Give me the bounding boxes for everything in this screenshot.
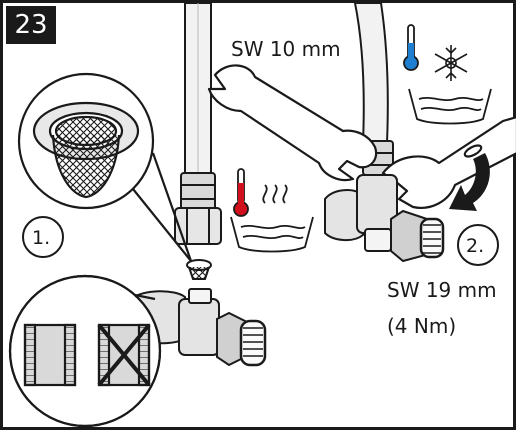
callout-2 — [457, 224, 499, 266]
hot-water-icon — [230, 168, 314, 253]
left-hose — [184, 3, 212, 179]
small-sieve — [186, 259, 212, 280]
right-hose — [353, 3, 389, 144]
middle-valve — [130, 288, 267, 367]
wrench-size-label-large: SW 19 mm — [387, 278, 497, 302]
callout-2-number: 2. — [466, 235, 484, 257]
installation-illustration: 1. 2. — [8, 3, 516, 428]
step-number-badge: 23 — [6, 6, 56, 44]
zoom-threads — [8, 274, 162, 428]
zoom-sieve — [17, 72, 193, 262]
callout-1-number: 1. — [32, 227, 50, 249]
cold-water-icon — [403, 24, 492, 125]
torque-label: (4 Nm) — [387, 314, 457, 338]
wrench-sw10 — [207, 64, 378, 182]
callout-1 — [22, 216, 64, 258]
rotation-arrow — [449, 153, 490, 211]
right-valve — [324, 174, 445, 263]
wrench-size-label-small: SW 10 mm — [231, 37, 341, 61]
wrench-sw19 — [381, 116, 516, 209]
left-nut — [174, 172, 222, 245]
